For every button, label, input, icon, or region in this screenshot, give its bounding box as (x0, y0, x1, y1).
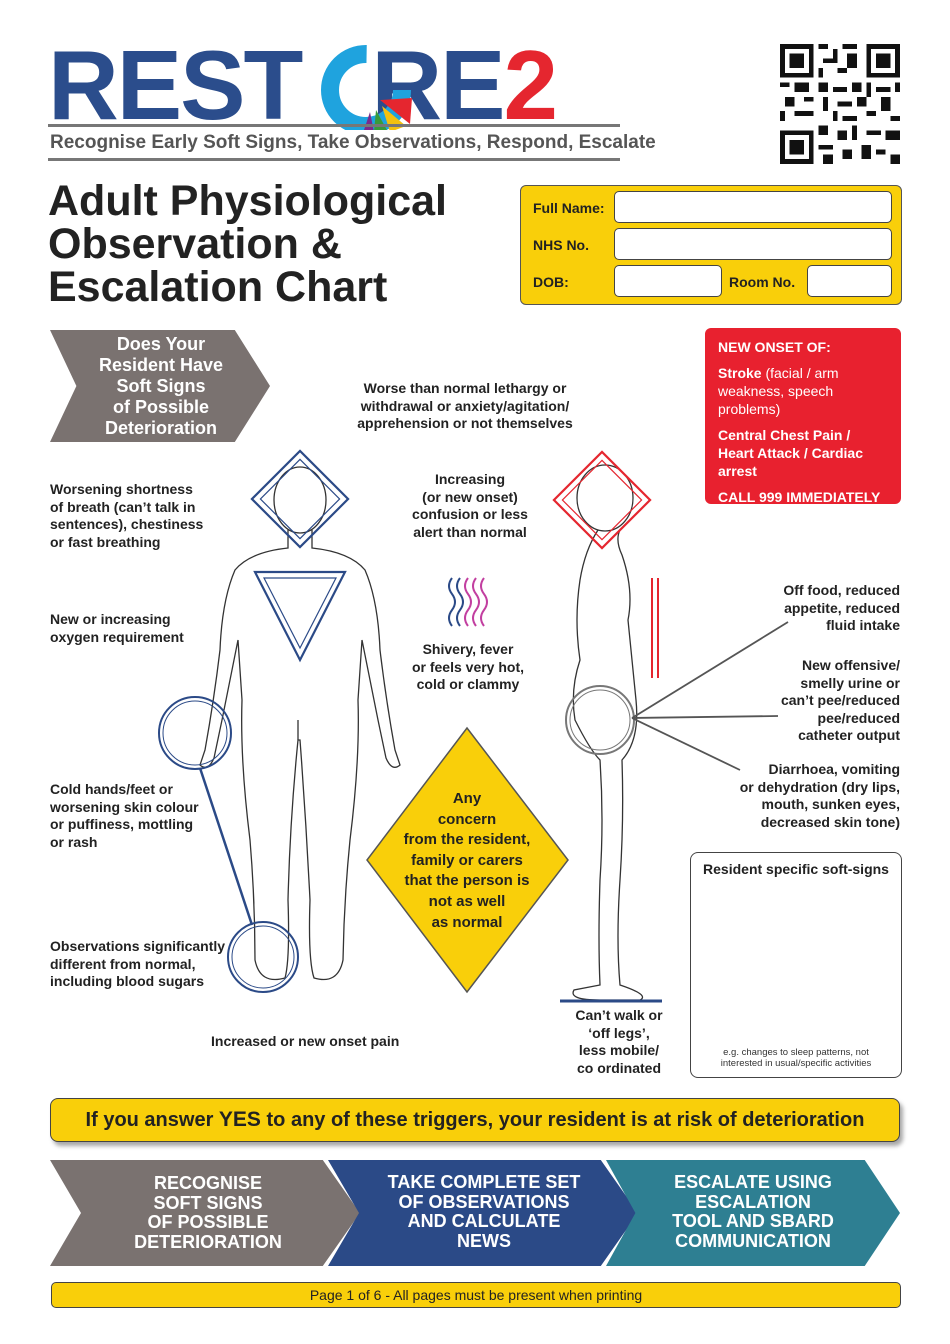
head-diamond-side (552, 450, 652, 550)
hand-circle (158, 696, 232, 770)
soft-signs-question: Does Your Resident Have Soft Signs of Po… (98, 334, 224, 438)
yes-trigger-banner: If you answer YES to any of these trigge… (50, 1098, 900, 1142)
sign-pain: Increased or new onset pain (211, 1033, 400, 1049)
shiver-waves-icon (448, 577, 488, 627)
room-number-label: Room No. (729, 274, 796, 290)
full-name-field[interactable] (614, 191, 892, 223)
nhs-number-field[interactable] (614, 228, 892, 260)
nhs-number-label: NHS No. (533, 237, 589, 253)
foot-circle (227, 921, 299, 993)
room-number-field[interactable] (807, 265, 892, 297)
alert-call-999: CALL 999 IMMEDIATELY (718, 489, 881, 505)
resident-box-example: e.g. changes to sleep patterns, not inte… (720, 1047, 872, 1069)
qr-code-icon (780, 44, 900, 164)
page-footer: Page 1 of 6 - All pages must be present … (51, 1282, 901, 1308)
resident-box-title: Resident specific soft-signs (703, 861, 889, 877)
chest-triangle (253, 570, 347, 663)
emergency-alert-box: NEW ONSET OF: Stroke (facial / arm weakn… (705, 328, 901, 505)
alert-stroke: Stroke (facial / arm weakness, speech pr… (718, 365, 839, 417)
sign-walk: Can’t walk or‘off legs’,less mobile/co o… (575, 1007, 663, 1076)
tagline: Recognise Early Soft Signs, Take Observa… (50, 132, 656, 153)
page-title: Adult Physiological Observation & Escala… (48, 177, 447, 311)
hip-circle (565, 685, 635, 755)
pointer-lines (631, 621, 789, 771)
sign-confusion: Increasing(or new onset)confusion or les… (412, 471, 528, 540)
hand-foot-connector (198, 767, 254, 926)
dob-label: DOB: (533, 274, 569, 290)
alert-heading: NEW ONSET OF: (718, 339, 831, 355)
alert-chest-pain: Central Chest Pain / Heart Attack / Card… (718, 427, 863, 479)
logo-rule-bottom (48, 158, 620, 161)
head-diamond-front (250, 449, 350, 549)
full-name-label: Full Name: (533, 200, 605, 216)
logo-rule-top (48, 124, 620, 127)
soft-signs-arrow (50, 330, 270, 442)
patient-id-panel: Full Name: NHS No. DOB: Room No. (520, 185, 902, 305)
concern-diamond (366, 726, 569, 994)
resident-soft-signs-box[interactable]: Resident specific soft-signs e.g. change… (690, 852, 902, 1078)
dob-field[interactable] (614, 265, 722, 297)
